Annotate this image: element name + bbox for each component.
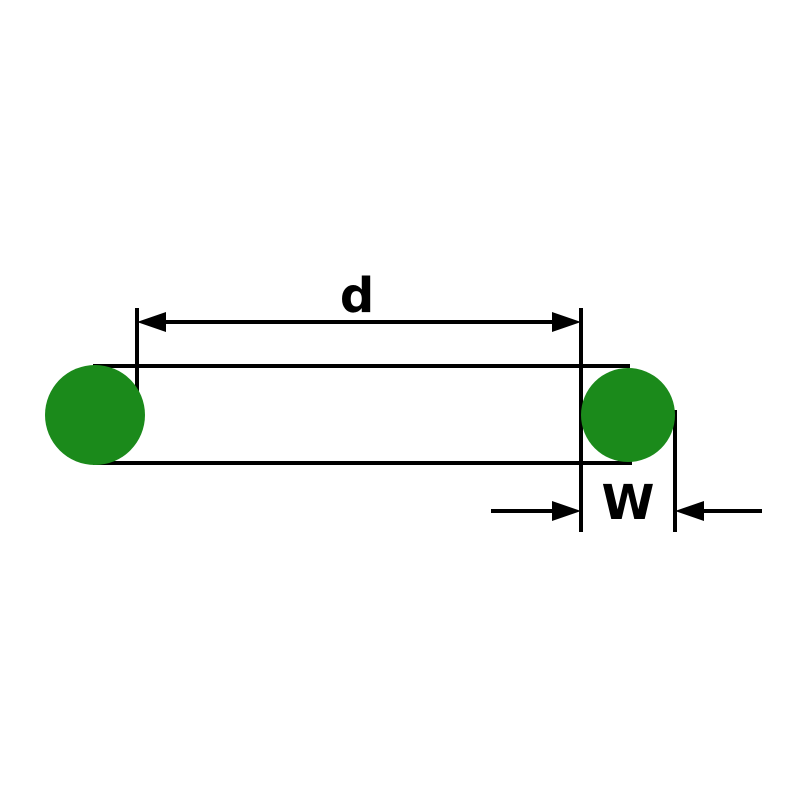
diameter-arrowhead-right bbox=[552, 312, 581, 332]
width-arrowhead-right bbox=[675, 501, 704, 521]
o-ring-left-cross-section bbox=[45, 365, 145, 465]
width-arrowhead-left bbox=[552, 501, 581, 521]
width-label: W bbox=[602, 475, 655, 531]
diameter-arrowhead-left bbox=[137, 312, 166, 332]
o-ring-right-cross-section bbox=[581, 368, 675, 462]
diameter-label: d bbox=[340, 268, 374, 324]
